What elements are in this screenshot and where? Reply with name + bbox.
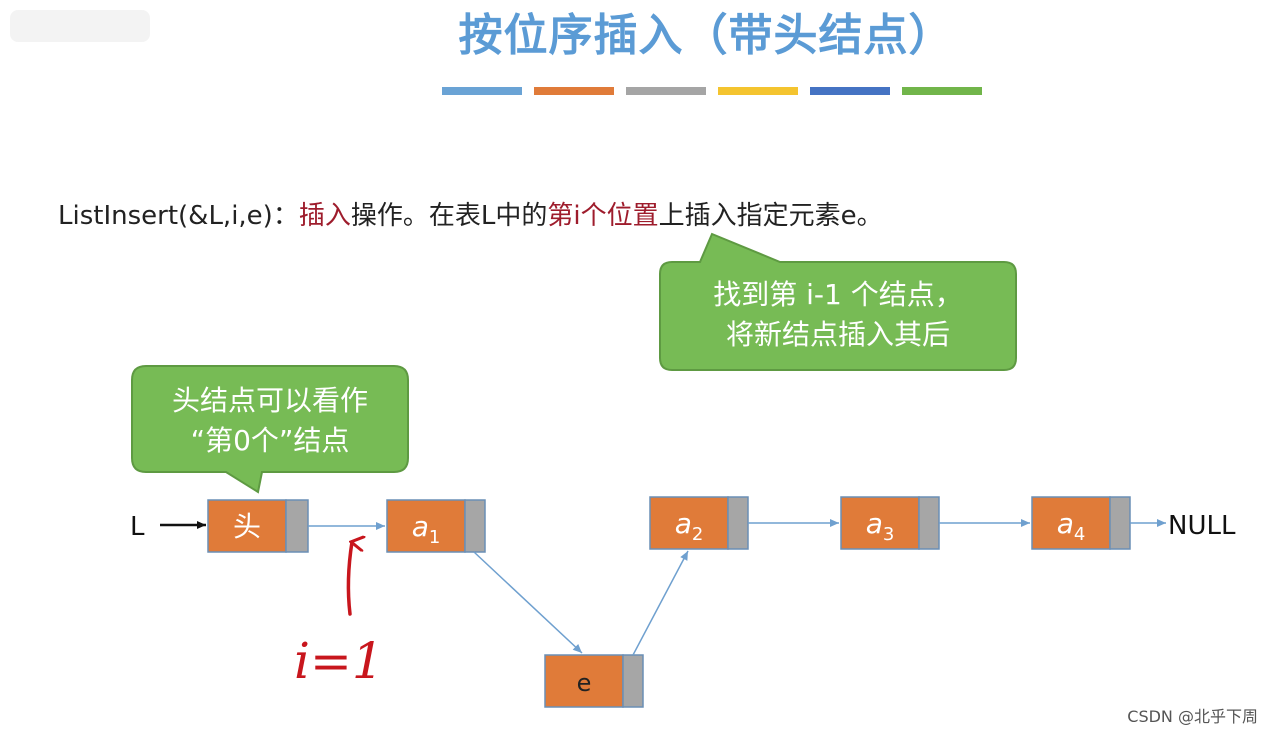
head-node: 头 bbox=[207, 499, 309, 553]
description-highlight-position: 第i个位置 bbox=[547, 201, 658, 231]
node-a4-pointer bbox=[1109, 496, 1131, 550]
node-a1-sub: 1 bbox=[429, 527, 440, 548]
head-node-data bbox=[207, 499, 287, 553]
node-a1-pointer bbox=[464, 499, 486, 553]
color-bar-segment bbox=[442, 87, 522, 95]
description-suffix: 上插入指定元素e。 bbox=[659, 201, 883, 231]
node-a3-label: a3 bbox=[866, 507, 895, 545]
null-label: NULL bbox=[1168, 511, 1236, 541]
page-title: 按位序插入（带头结点） bbox=[459, 10, 954, 61]
node-a4-data bbox=[1031, 496, 1111, 550]
edge-e-to-a2 bbox=[632, 550, 689, 656]
callout-right-line2: 将新结点插入其后 bbox=[726, 318, 950, 351]
head-node-label: 头 bbox=[233, 510, 261, 543]
node-a2-base: a bbox=[675, 507, 692, 540]
edge-a1-to-e bbox=[473, 551, 583, 654]
annotation-text: i=1 bbox=[294, 632, 384, 690]
callout-right: 找到第 i-1 个结点， 将新结点插入其后 bbox=[659, 232, 1017, 371]
handwritten-annotation: i=1 bbox=[294, 542, 384, 690]
new-node-e-data bbox=[544, 654, 624, 708]
node-a4: a4 bbox=[1031, 496, 1131, 550]
callout-left-line1: 头结点可以看作 bbox=[172, 384, 368, 417]
node-a3-sub: 3 bbox=[883, 524, 894, 545]
node-a2: a2 bbox=[649, 496, 749, 550]
color-bar-segment bbox=[718, 87, 798, 95]
node-a1-base: a bbox=[412, 510, 429, 543]
node-a4-sub: 4 bbox=[1074, 524, 1085, 545]
node-a4-label: a4 bbox=[1057, 507, 1086, 545]
new-node-e-pointer bbox=[622, 654, 644, 708]
head-node-pointer bbox=[285, 499, 309, 553]
node-a1-label: a1 bbox=[412, 510, 441, 548]
node-a2-label: a2 bbox=[675, 507, 704, 545]
node-a1-data bbox=[386, 499, 466, 553]
top-left-smudge bbox=[10, 10, 150, 42]
node-a3-pointer bbox=[918, 496, 940, 550]
color-bar-segment bbox=[534, 87, 614, 95]
node-a2-sub: 2 bbox=[692, 524, 703, 545]
node-a3-data bbox=[840, 496, 920, 550]
callout-left: 头结点可以看作 “第0个”结点 bbox=[131, 365, 409, 494]
description-line: ListInsert(&L,i,e)：插入操作。在表L中的第i个位置上插入指定元… bbox=[58, 201, 883, 231]
description-highlight-insert: 插入 bbox=[299, 201, 351, 231]
node-a3-base: a bbox=[866, 507, 883, 540]
node-a1: a1 bbox=[386, 499, 486, 553]
color-bar bbox=[442, 87, 982, 95]
color-bar-segment bbox=[902, 87, 982, 95]
color-bar-segment bbox=[810, 87, 890, 95]
callout-left-shape bbox=[131, 365, 409, 494]
new-node-e-label: e bbox=[577, 669, 592, 697]
node-a3: a3 bbox=[840, 496, 940, 550]
callout-right-line1: 找到第 i-1 个结点， bbox=[713, 278, 963, 311]
node-a2-data bbox=[649, 496, 729, 550]
callout-left-line2: “第0个”结点 bbox=[191, 424, 350, 457]
description-mid: 操作。在表L中的 bbox=[351, 201, 548, 231]
description-prefix: ListInsert(&L,i,e)： bbox=[58, 201, 299, 231]
watermark: CSDN @北乎下周 bbox=[1127, 707, 1258, 726]
node-a4-base: a bbox=[1057, 507, 1074, 540]
new-node-e: e bbox=[544, 654, 644, 708]
node-a2-pointer bbox=[727, 496, 749, 550]
callout-right-shape bbox=[659, 232, 1017, 371]
annotation-arrow bbox=[346, 542, 352, 616]
head-pointer-label: L bbox=[130, 512, 145, 542]
color-bar-segment bbox=[626, 87, 706, 95]
